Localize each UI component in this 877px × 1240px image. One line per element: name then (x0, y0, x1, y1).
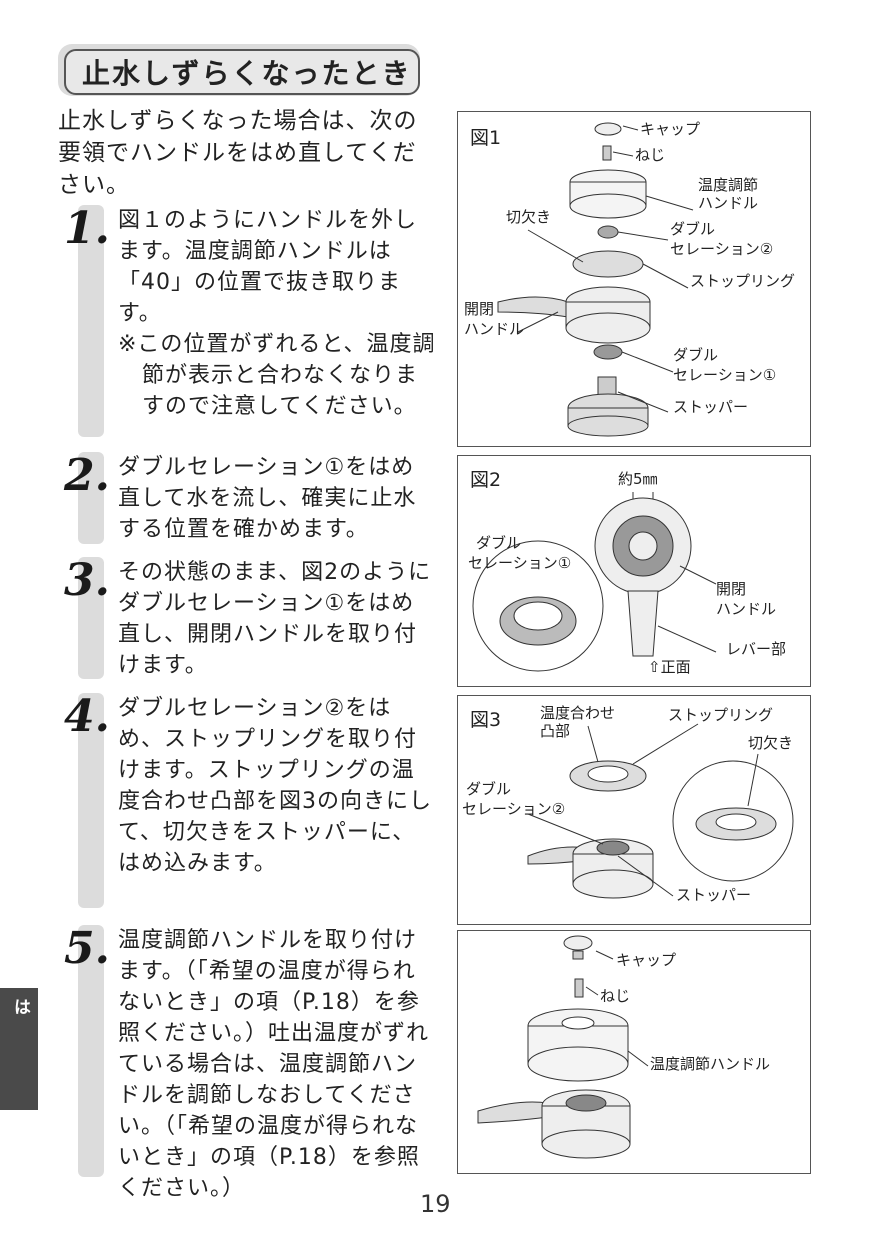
stop-ring-illustration (572, 250, 644, 278)
fig2-ds1-label-2: セレーション① (468, 554, 571, 572)
figure-4-drawing: キャップ ねじ 温度調節ハンドル (477, 935, 770, 1159)
fig3-temp-label-2: 凸部 (540, 722, 570, 740)
figure-3-drawing: 図3 温度合わせ 凸部 ストップリング 切欠き 裏側 ダブル セレーション② ス… (462, 704, 794, 904)
page-number: 19 (420, 1190, 451, 1218)
fig2-lever (627, 590, 659, 657)
step-1-body: 図１のようにハンドルを外します。温度調節ハンドルは「40」の位置で抜き取ります。 (118, 208, 418, 326)
figure-2-title: 図2 (470, 469, 501, 491)
fig3-ds2-label-2: セレーション② (462, 800, 565, 818)
figure-2: 図2 約5㎜ ダブル セレーション① 開閉 ハンドル レバー部 ⇧正面 (457, 455, 811, 687)
figure-3-title: 図3 (470, 709, 501, 731)
fig1-ds1-label-2: セレーション① (673, 366, 776, 384)
fig3-stopring-label: ストップリング (668, 706, 773, 724)
screw-illustration (602, 145, 612, 161)
fig1-ds1-label-1: ダブル (673, 346, 718, 364)
step-4-bar (78, 693, 104, 908)
step-3-number: 3. (64, 555, 110, 606)
fig3-ds2-label-1: ダブル (466, 780, 511, 798)
fig4-cap (563, 935, 593, 951)
fig2-lever-label: レバー部 (726, 640, 786, 658)
step-1-number: 1. (64, 203, 110, 254)
figure-1-drawing: 図1 キャップ ねじ 温度 (464, 120, 795, 437)
fig1-stopring-label: ストップリング (690, 272, 795, 290)
step-2-text: ダブルセレーション①をはめ直して水を流し、確実に止水する位置を確かめます。 (118, 455, 417, 542)
fig2-open-label-2: ハンドル (716, 600, 776, 618)
fig4-screw (574, 978, 584, 998)
double-serration-2-illustration (597, 225, 619, 239)
fig1-open-label-2: ハンドル (464, 320, 524, 338)
fig1-stopper-label: ストッパー (673, 398, 748, 416)
intro-text: 止水しずらくなった場合は、次の要領でハンドルをはめ直してください。 (58, 108, 418, 198)
fig2-front-label: ⇧正面 (648, 658, 691, 676)
step-3-text: その状態のまま、図2のようにダブルセレーション①をはめ直し、開閉ハンドルを取り付… (118, 560, 432, 678)
side-tab: こんなときは (0, 988, 55, 1110)
fig2-dim-label: 約5㎜ (618, 470, 658, 488)
cap-illustration (594, 122, 622, 136)
fig1-screw-label: ねじ (635, 146, 665, 164)
step-2-number: 2. (64, 450, 110, 501)
step-4-text: ダブルセレーション②をはめ、ストップリングを取り付けます。ストップリングの温度合… (118, 696, 432, 876)
fig1-temp-label-1: 温度調節 (698, 176, 758, 194)
step-3-bar (78, 557, 104, 679)
step-4-number: 4. (64, 691, 110, 742)
double-serration-1-illustration (593, 344, 623, 360)
step-1-bar (78, 205, 104, 437)
fig3-temp-label-1: 温度合わせ (540, 704, 615, 722)
fig1-ds2-label-1: ダブル (670, 220, 715, 238)
fig1-ds2-label-2: セレーション② (670, 240, 773, 258)
fig1-cap-label: キャップ (640, 120, 700, 138)
step-5-text: 温度調節ハンドルを取り付けます。（「希望の温度が得られないとき」の項（P.18）… (118, 928, 430, 1201)
figure-3: 図3 温度合わせ 凸部 ストップリング 切欠き 裏側 ダブル セレーション② ス… (457, 695, 811, 925)
step-1-note: ※この位置がずれると、温度調節が表示と合わなくなりますので注意してください。 (118, 332, 436, 419)
fig1-open-label-1: 開閉 (464, 300, 494, 318)
open-handle-lever-illustration (497, 296, 569, 318)
step-5-bar (78, 925, 104, 1177)
fig4-lever (477, 1101, 549, 1124)
figure-2-drawing: 図2 約5㎜ ダブル セレーション① 開閉 ハンドル レバー部 ⇧正面 (468, 469, 786, 676)
step-2-bar (78, 452, 104, 544)
fig3-notch-label: 切欠き (748, 734, 793, 752)
fig1-temp-label-2: ハンドル (698, 194, 758, 212)
fig4-screw-label: ねじ (600, 987, 630, 1005)
fig3-stopper-label: ストッパー (676, 886, 751, 904)
fig2-open-label-1: 開閉 (716, 580, 746, 598)
step-5-number: 5. (64, 923, 110, 974)
figure-4: キャップ ねじ 温度調節ハンドル (457, 930, 811, 1174)
fig1-notch-label: 切欠き (506, 208, 551, 226)
fig2-ds1-label-1: ダブル (476, 534, 521, 552)
title-frame (64, 49, 420, 95)
figure-1: 図1 キャップ ねじ 温度 (457, 111, 811, 447)
fig4-cap-label: キャップ (616, 951, 676, 969)
figure-1-title: 図1 (470, 127, 501, 149)
fig4-temp-label: 温度調節ハンドル (650, 1055, 770, 1073)
step-1-text: 図１のようにハンドルを外します。温度調節ハンドルは「40」の位置で抜き取ります。… (118, 205, 436, 422)
side-tab-label: こんなときは (10, 998, 55, 1093)
page-title: 止水しずらくなったとき (82, 57, 412, 90)
